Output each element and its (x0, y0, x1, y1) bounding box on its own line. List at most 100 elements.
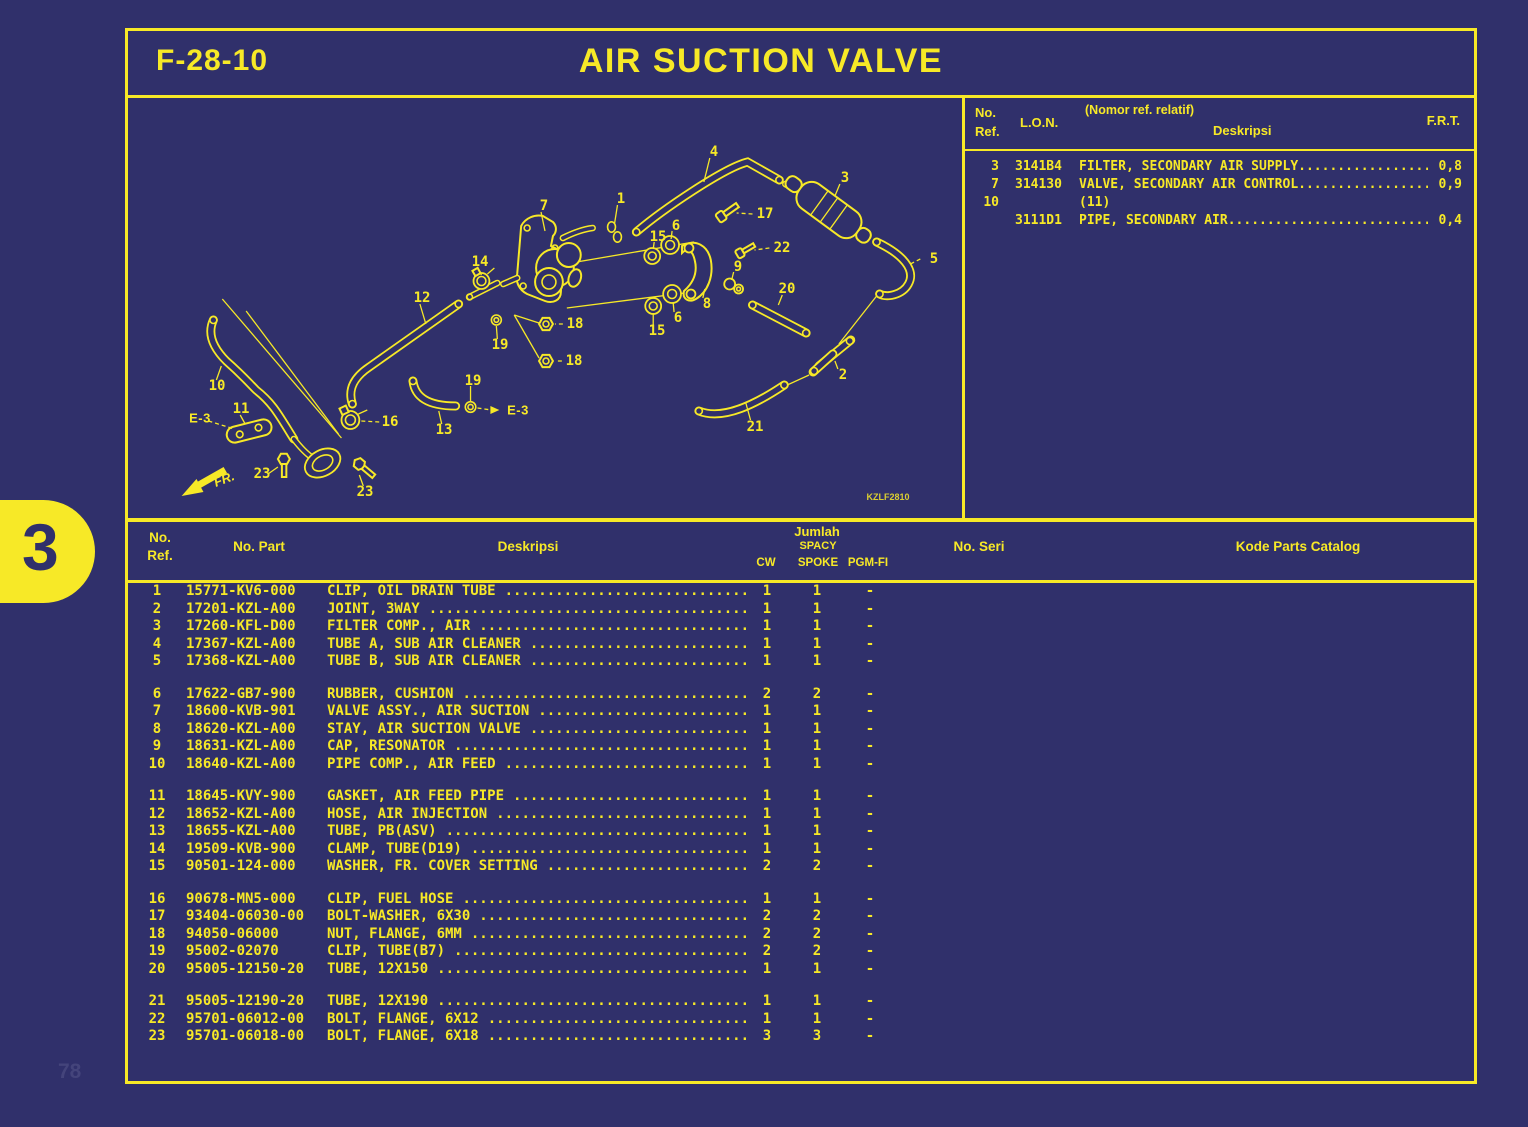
row-ref-no: 19 (148, 943, 166, 959)
row-qty-spoke: 1 (812, 635, 822, 652)
col-pgmfi: PGM-FI (847, 557, 889, 569)
col-no: No. (149, 530, 171, 545)
row-ref-no: 7 (152, 703, 162, 719)
callout-21: 21 (746, 419, 764, 435)
row-description: NUT, FLANGE, 6MM (327, 925, 462, 942)
callout-3: 3 (840, 170, 850, 186)
row-part-no: 18652-KZL-A00 (186, 805, 296, 822)
row-ref-no: 2 (152, 600, 162, 617)
row-leader-dots: ........................................… (487, 1028, 748, 1044)
callout-9: 9 (733, 259, 743, 275)
row-qty-spoke: 3 (812, 1028, 822, 1044)
row-ref-no: 13 (148, 823, 166, 839)
figure-code: F-28-10 (156, 44, 269, 77)
row-desc-area: TUBE, 12X190............................… (323, 993, 748, 1011)
callout-19: 19 (464, 373, 482, 389)
parts-row-group: 16 90678-MN5-000 CLIP, FUEL HOSE..........… (128, 891, 1474, 979)
page-header: F-28-10 AIR SUCTION VALVE (128, 31, 1474, 98)
fig-row-ref: 3 (991, 159, 999, 174)
row-qty-pgmfi: - (865, 840, 875, 857)
row-ref-no: 15 (148, 858, 166, 874)
row-part-no: 95005-12150-20 (186, 960, 305, 977)
row-part-no: 95701-06012-00 (186, 1010, 305, 1027)
row-qty-pgmfi: - (865, 685, 875, 702)
row-description: CLIP, FUEL HOSE (327, 890, 454, 907)
row-ref-no: 21 (148, 993, 166, 1009)
row-desc-area: STAY, AIR SUCTION VALVE.................… (323, 721, 748, 739)
row-ref-no: 8 (152, 720, 162, 737)
row-part-no: 19509-KVB-900 (186, 840, 296, 857)
row-part-no: 17368-KZL-A00 (186, 653, 296, 669)
row-desc-area: HOSE, AIR INJECTION.....................… (323, 806, 748, 824)
callout-16: 16 (381, 414, 399, 430)
bolt-part (714, 201, 741, 224)
parts-table: No. Ref. No. Part Deskripsi Jumlah SPACY… (128, 522, 1474, 1046)
fig-col-deskripsi: Deskripsi (1213, 123, 1272, 138)
row-qty-spoke: 2 (812, 925, 822, 942)
row-qty-pgmfi: - (865, 618, 875, 634)
row-qty-spoke: 1 (812, 993, 822, 1009)
row-leader-dots: ........................................… (437, 993, 748, 1009)
fig-reference-table: No. Ref. L.O.N. (Nomor ref. relatif) Des… (962, 98, 1474, 518)
row-description: BOLT, FLANGE, 6X18 (327, 1028, 479, 1044)
row-ref-no: 9 (152, 738, 162, 754)
row-description: TUBE B, SUB AIR CLEANER (327, 653, 521, 669)
col-spoke: SPOKE (797, 557, 839, 569)
row-part-no: 95002-02070 (186, 943, 279, 959)
row-qty-pgmfi: - (865, 890, 875, 907)
callout-7: 7 (539, 198, 549, 214)
row-part-no: 90501-124-000 (186, 858, 296, 874)
row-ref-no: 16 (148, 890, 166, 907)
row-qty-pgmfi: - (865, 583, 875, 599)
filter-part (784, 175, 872, 244)
row-qty-pgmfi: - (865, 805, 875, 822)
diagram-art (181, 157, 921, 496)
row-desc-area: JOINT, 3WAY.............................… (323, 601, 748, 619)
row-part-no: 90678-MN5-000 (186, 890, 296, 907)
callout-11: 11 (232, 401, 250, 417)
row-description: VALVE ASSY., AIR SUCTION (327, 703, 530, 719)
row-part-no: 93404-06030-00 (186, 908, 305, 924)
row-qty-cw: 1 (762, 720, 772, 737)
fig-row-ref (975, 212, 999, 230)
row-desc-area: BOLT-WASHER, 6X30.......................… (323, 908, 748, 926)
row-part-no: 18600-KVB-901 (186, 703, 296, 719)
fig-col-ref: Ref. (975, 124, 1000, 139)
col-part: No. Part (233, 539, 285, 554)
callout-5: 5 (929, 251, 939, 267)
callout-13: 13 (435, 422, 453, 438)
row-qty-spoke: 2 (812, 943, 822, 959)
fig-table-header: No. Ref. L.O.N. (Nomor ref. relatif) Des… (965, 98, 1474, 151)
row-leader-dots: ........................................… (454, 943, 748, 959)
bolt-part (734, 241, 757, 260)
fig-row-lon: 3141B4 (1015, 159, 1062, 174)
fig-row-frt: 0,4 (1438, 213, 1462, 228)
diagram-watermark: KZLF2810 (866, 492, 910, 502)
row-part-no: 18655-KZL-A00 (186, 823, 296, 839)
callout-15: 15 (649, 229, 667, 245)
row-leader-dots: ........................................… (538, 703, 748, 719)
row-leader-dots: ........................................… (546, 858, 748, 874)
row-qty-cw: 2 (762, 858, 772, 874)
col-kode: Kode Parts Catalog (1235, 539, 1361, 554)
row-desc-area: TUBE A, SUB AIR CLEANER.................… (323, 636, 748, 654)
content-frame: F-28-10 AIR SUCTION VALVE (125, 28, 1477, 1084)
section-tab-number: 3 (22, 510, 59, 584)
row-description: CLAMP, TUBE(D19) (327, 840, 462, 857)
fig-col-nomor: (Nomor ref. relatif) (1085, 103, 1195, 117)
